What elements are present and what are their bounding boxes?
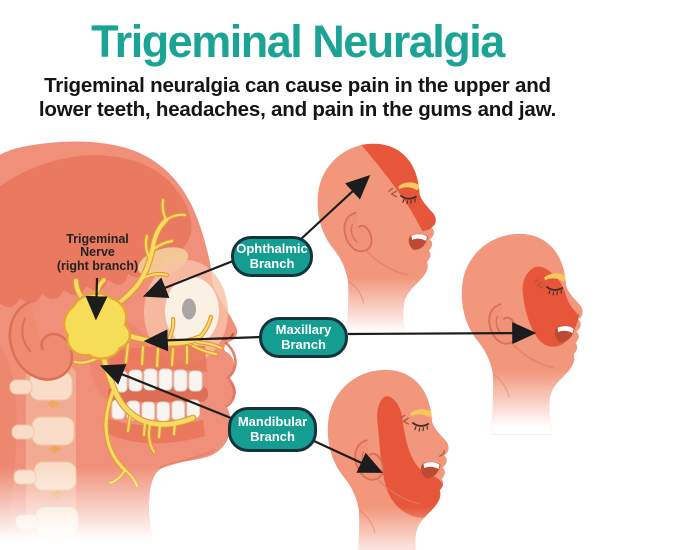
pain-region-ophthalmic xyxy=(361,143,436,232)
trigeminal-nerve-label: Trigeminal Nerve (right branch) xyxy=(40,232,155,273)
subtitle: Trigeminal neuralgia can cause pain in t… xyxy=(20,74,575,122)
label-ophthalmic-branch: Ophthalmic Branch xyxy=(231,236,313,277)
arrows xyxy=(85,175,537,473)
arrow-maxillary-to-head xyxy=(347,322,537,345)
label-mandibular-branch: Mandibular Branch xyxy=(228,407,317,452)
pain-head-mandibular xyxy=(327,369,449,550)
arrow-ophthalmic-to-nerve xyxy=(142,259,234,298)
label-maxillary-branch: Maxillary Branch xyxy=(259,317,348,358)
nerve-label-line-3: (right branch) xyxy=(56,258,139,273)
arrow-nerve-label-to-ganglion xyxy=(85,277,108,321)
maxillary-branch-text: Maxillary Branch xyxy=(275,321,332,352)
subtitle-line-2: lower teeth, headaches, and pain in the … xyxy=(38,97,557,121)
nerve-label-line-2: Nerve xyxy=(80,245,115,260)
mouth-cutaway xyxy=(106,345,208,444)
upper-teeth xyxy=(113,368,203,393)
large-head-illustration xyxy=(0,141,290,550)
trigeminal-nerve xyxy=(62,197,224,489)
mandibular-branch-text: Mandibular Branch xyxy=(237,413,308,444)
arrow-maxillary-to-nerve xyxy=(143,329,262,352)
pain-region-mandibular xyxy=(377,396,445,518)
page-title: Trigeminal Neuralgia xyxy=(91,16,505,67)
ophthalmic-branch-text: Ophthalmic Branch xyxy=(236,240,308,271)
arrow-ophthalmic-to-head xyxy=(300,175,371,240)
subtitle-line-1: Trigeminal neuralgia can cause pain in t… xyxy=(44,74,551,97)
pain-head-ophthalmic xyxy=(317,143,436,340)
arrow-mandibular-to-nerve xyxy=(99,364,232,420)
eye xyxy=(182,298,196,320)
nerve-label-line-1: Trigeminal xyxy=(66,232,129,246)
bottom-fade xyxy=(0,466,290,550)
arrow-mandibular-to-head xyxy=(313,440,383,473)
ear xyxy=(8,300,74,381)
trigeminal-ganglion xyxy=(62,292,132,360)
pain-head-maxillary xyxy=(461,233,583,435)
